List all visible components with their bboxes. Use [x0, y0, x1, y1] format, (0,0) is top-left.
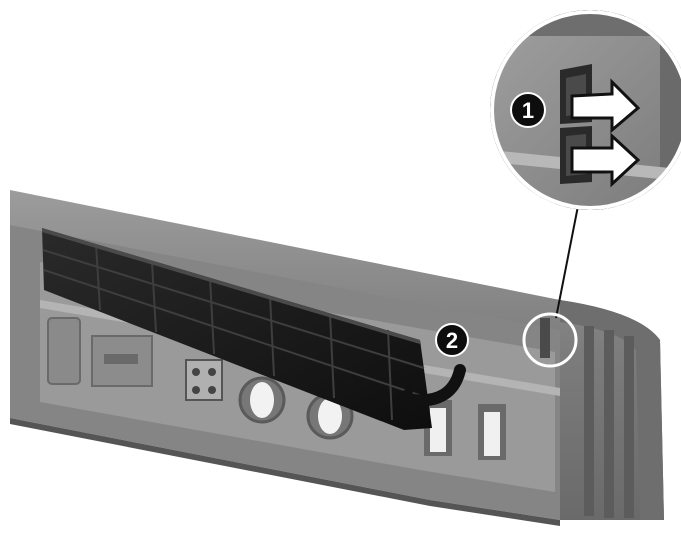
step-1-marker: 1	[510, 92, 546, 128]
step-2-marker: 2	[435, 323, 469, 357]
magnifier-leader-line	[555, 205, 579, 319]
step-2-label: 2	[446, 328, 458, 353]
front-panel-ports	[47, 317, 550, 460]
curved-arrow-left-icon	[392, 364, 466, 414]
zoom-source-circle	[522, 312, 578, 368]
step-1-label: 1	[522, 98, 534, 123]
arrow-right-icon	[570, 78, 641, 188]
dust-filter-cover	[42, 228, 432, 430]
